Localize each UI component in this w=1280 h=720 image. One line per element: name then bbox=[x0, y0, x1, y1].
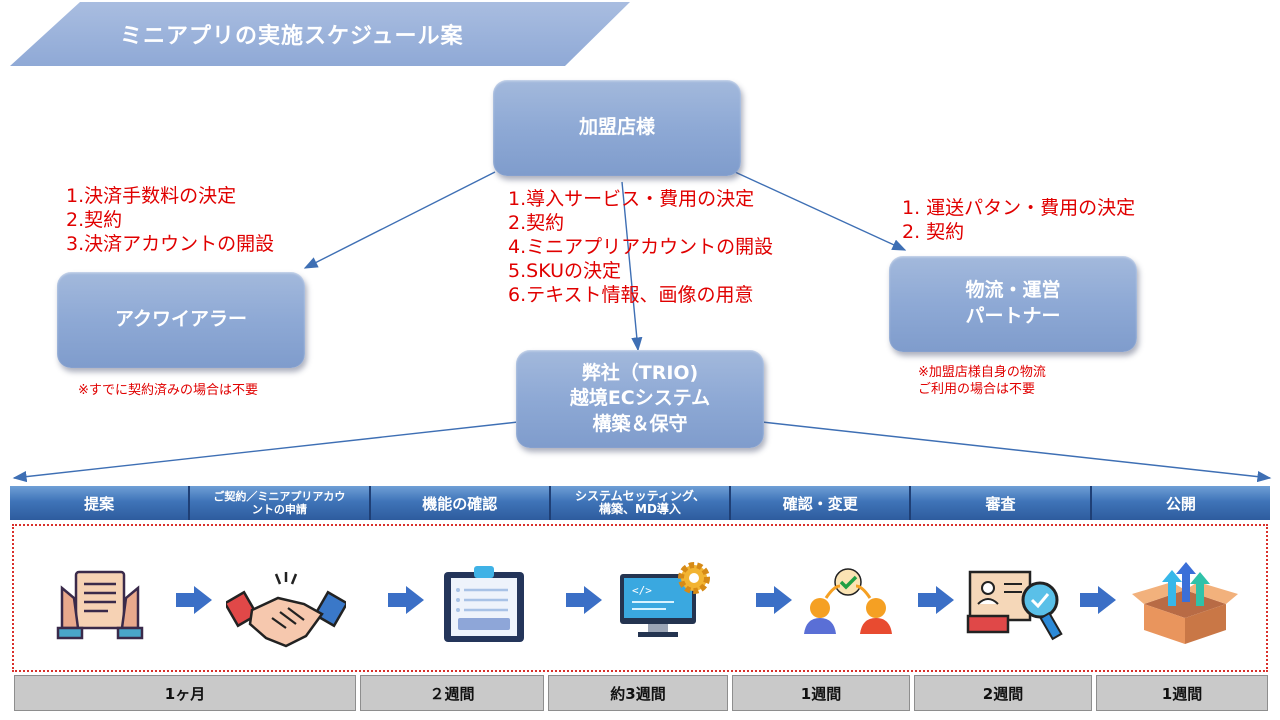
arrow-to-logistics bbox=[734, 171, 907, 251]
trio-task: 2.契約 bbox=[508, 212, 565, 234]
step-contract-application: ご契約／ミニアプリアカウ ントの申請 bbox=[190, 486, 371, 520]
code-monitor-gear-icon: </> bbox=[620, 562, 710, 637]
duration-cell: 2週間 bbox=[914, 675, 1092, 711]
acquirer-task: 2.契約 bbox=[66, 209, 123, 231]
duration-bar: 1ヶ月 ２週間 約3週間 1週間 2週間 1週間 bbox=[0, 675, 1280, 711]
logistics-task-list: 1. 運送パタン・費用の決定 2. 契約 bbox=[902, 196, 1135, 244]
logistics-label: 物流・運営 パートナー bbox=[965, 279, 1061, 327]
duration-cell: 1ヶ月 bbox=[14, 675, 356, 711]
merchant-label: 加盟店様 bbox=[578, 116, 655, 139]
acquirer-note: ※すでに契約済みの場合は不要 bbox=[78, 383, 259, 398]
trio-task: 6.テキスト情報、画像の用意 bbox=[508, 284, 754, 306]
clipboard-icon bbox=[444, 566, 524, 642]
step-publish: 公開 bbox=[1091, 486, 1270, 520]
logistics-node: 物流・運営 パートナー bbox=[889, 256, 1137, 352]
trio-node: 弊社（TRIO) 越境ECシステム 構築＆保守 bbox=[516, 350, 764, 448]
acquirer-task: 3.決済アカウントの開設 bbox=[66, 233, 275, 255]
icon-flow-area bbox=[12, 524, 1268, 672]
document-hands-icon bbox=[56, 570, 144, 640]
step-confirm-change: 確認・変更 bbox=[731, 486, 912, 520]
trio-label: 弊社（TRIO) 越境ECシステム 構築＆保守 bbox=[569, 361, 711, 435]
merchant-node: 加盟店様 bbox=[493, 80, 741, 176]
box-arrows-icon bbox=[1132, 562, 1238, 644]
handshake-icon bbox=[226, 572, 346, 648]
duration-cell: ２週間 bbox=[360, 675, 544, 711]
trio-task: 4.ミニアプリアカウントの開設 bbox=[508, 236, 774, 258]
duration-cell: 約3週間 bbox=[548, 675, 728, 711]
trio-task-list: 1.導入サービス・費用の決定 2.契約 4.ミニアプリアカウントの開設 5.SK… bbox=[508, 187, 773, 307]
flow-arrow-3 bbox=[566, 586, 602, 614]
flow-arrow-5 bbox=[918, 586, 954, 614]
title-banner bbox=[10, 2, 630, 66]
flow-arrow-4 bbox=[756, 586, 792, 614]
acquirer-task: 1.決済手数料の決定 bbox=[66, 185, 237, 207]
flow-arrow-6 bbox=[1080, 586, 1116, 614]
logistics-task: 2. 契約 bbox=[902, 221, 965, 243]
arrow-to-acquirer bbox=[303, 171, 496, 269]
id-card-magnifier-icon bbox=[966, 570, 1063, 641]
logistics-task: 1. 運送パタン・費用の決定 bbox=[902, 197, 1136, 219]
arrow-to-trio bbox=[621, 181, 643, 352]
logistics-note: ※加盟店様自身の物流 ご利用の場合は不要 bbox=[918, 365, 1046, 397]
trio-task: 1.導入サービス・費用の決定 bbox=[508, 188, 755, 210]
step-review: 審査 bbox=[911, 486, 1092, 520]
arrow-trio-left bbox=[12, 421, 519, 483]
acquirer-node: アクワイアラー bbox=[57, 272, 305, 368]
arrow-trio-right bbox=[761, 421, 1272, 483]
trio-task: 5.SKUの決定 bbox=[508, 260, 622, 282]
svg-text:</>: </> bbox=[632, 584, 652, 597]
acquirer-task-list: 1.決済手数料の決定 2.契約 3.決済アカウントの開設 bbox=[66, 184, 274, 256]
flow-arrow-1 bbox=[176, 586, 212, 614]
page-title: ミニアプリの実施スケジュール案 bbox=[120, 24, 464, 49]
step-system-setup: システムセッティング、 構築、MD導入 bbox=[550, 486, 732, 520]
duration-cell: 1週間 bbox=[1096, 675, 1268, 711]
duration-cell: 1週間 bbox=[732, 675, 910, 711]
schedule-step-bar: 提案 ご契約／ミニアプリアカウ ントの申請 機能の確認 システムセッティング、 … bbox=[10, 486, 1270, 520]
people-check-icon bbox=[804, 568, 892, 634]
acquirer-label: アクワイアラー bbox=[114, 308, 248, 331]
step-feature-check: 機能の確認 bbox=[370, 486, 551, 520]
flow-arrow-2 bbox=[388, 586, 424, 614]
step-proposal: 提案 bbox=[10, 486, 191, 520]
